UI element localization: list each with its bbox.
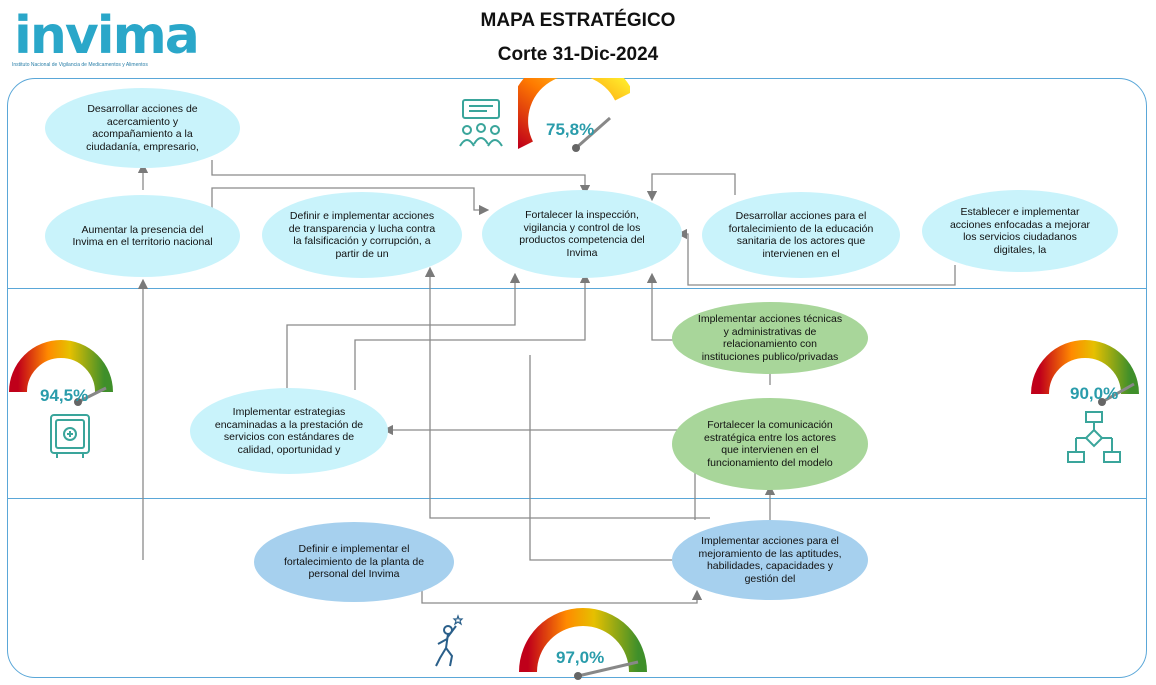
gauge-aprendizaje-value: 97,0% [556,648,605,667]
safe-icon [48,412,92,465]
page-subtitle: Corte 31-Dic-2024 [497,44,659,65]
node-presencia: Aumentar la presencia del Invima en el t… [45,195,240,277]
gauge-financiera: 94,5% [8,330,114,410]
audience-icon [455,98,507,155]
node-educacion: Desarrollar acciones para el fortalecimi… [702,192,900,278]
gauge-ciudadano-value: 75,8% [546,120,595,139]
lane-divider-1 [7,288,1147,289]
gauge-financiera-value: 94,5% [40,386,89,405]
node-aptitudes: Implementar acciones para el mejoramient… [672,520,868,600]
gauge-procesos-value: 90,0% [1070,384,1119,403]
lane-divider-2 [7,498,1147,499]
node-digitales: Establecer e implementar acciones enfoca… [922,190,1118,272]
page-title: MAPA ESTRATÉGICO [480,10,676,31]
node-acercamiento: Desarrollar acciones de acercamiento y a… [45,88,240,168]
node-estrategias: Implementar estrategias encaminadas a la… [190,388,388,474]
invima-logo: invima Instituto Nacional de Vigilancia … [8,2,200,72]
logo-subtitle: Instituto Nacional de Vigilancia de Medi… [12,62,148,68]
person-goal-icon [428,612,468,677]
node-comunicacion: Fortalecer la comunicación estratégica e… [672,398,868,490]
node-transparencia: Definir e implementar acciones de transp… [262,192,462,278]
flowchart-icon [1066,410,1122,473]
node-relacionamiento: Implementar acciones técnicas y administ… [672,302,868,374]
node-planta: Definir e implementar el fortalecimiento… [254,522,454,602]
logo-wordmark: invima [14,6,200,66]
node-ivc: Fortalecer la inspección, vigilancia y c… [482,190,682,278]
gauge-aprendizaje: 97,0% [518,606,648,680]
gauge-procesos: 90,0% [1030,330,1140,410]
gauge-ciudadano: 75,8% [508,55,633,156]
